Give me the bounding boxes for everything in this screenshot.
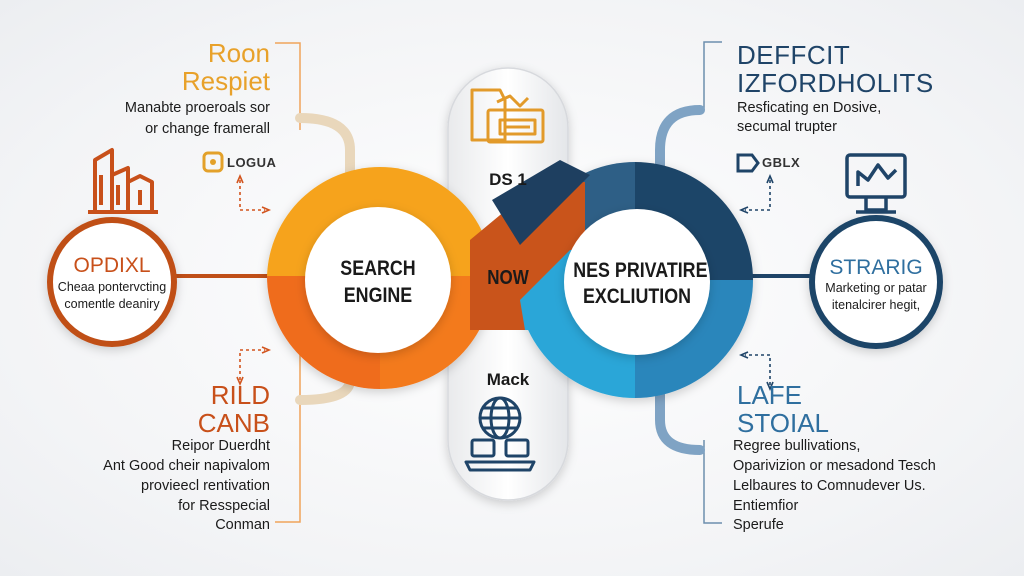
laptop-icon	[470, 88, 545, 144]
logua-tag-icon	[202, 151, 224, 173]
bracket-top-right	[703, 41, 722, 110]
bottom-left-title-2: CANB	[197, 408, 270, 438]
steel-connector-top	[655, 105, 705, 195]
hub-left-center	[305, 207, 451, 353]
bottom-left-title-1: RILD	[210, 380, 270, 410]
left-node-desc-2: comentle deaniry	[64, 297, 160, 311]
hub-right-label-2: EXCLIUTION	[582, 285, 692, 308]
right-node-title: STRARIG	[829, 256, 923, 279]
bottom-left-desc-5: Conman	[215, 517, 270, 533]
steel-connector-bottom	[655, 355, 705, 455]
dotted-arrows	[239, 180, 265, 380]
left-node-circle	[47, 217, 177, 347]
top-right-title-2: IZFORDHOLITS	[737, 68, 934, 98]
top-right-desc-1: Resficating en Dosive,	[737, 100, 882, 116]
bottom-right-desc-3: Lelbaures to Comnudever Us.	[733, 478, 926, 494]
bracket-bottom-right	[703, 440, 722, 524]
top-left-title-1: Roon	[207, 38, 270, 68]
bottom-right-title-1: LAFE	[737, 380, 803, 410]
pill-bottom-label: Mack	[486, 370, 530, 389]
hub-right-center	[564, 209, 710, 355]
top-left-title-2: Respiet	[181, 66, 270, 96]
bracket-top-left	[275, 42, 301, 130]
top-left-desc-2: or change framerall	[145, 121, 270, 137]
bottom-right-title-2: STOIAL	[737, 408, 830, 438]
right-node-desc-2: itenalcirer hegit,	[831, 298, 921, 312]
tan-connector	[295, 113, 355, 195]
bottom-right-desc-1: Regree bullivations,	[733, 438, 861, 454]
bottom-left-desc-2: Ant Good cheir napivalom	[103, 458, 270, 474]
hub-left-label-2: ENGINE	[343, 284, 413, 307]
bottom-left-desc-1: Reipor Duerdht	[171, 438, 270, 454]
top-right-title-1: DEFFCIT	[737, 40, 851, 70]
hub-left-label-1: SEARCH	[340, 257, 416, 280]
factory-icon	[88, 148, 158, 214]
right-node-circle	[809, 215, 943, 349]
hub-right-label-1: NES PRIVATIRE	[573, 259, 708, 282]
monitor-icon	[845, 153, 907, 214]
tag-right: GBLX	[762, 155, 801, 170]
left-node-title: OPDIXL	[73, 254, 151, 277]
connector-label: NOW	[487, 267, 529, 289]
tag-left: LOGUA	[227, 155, 277, 170]
bottom-left-desc-4: for Resspecial	[178, 498, 270, 514]
bottom-right-desc-5: Sperufe	[733, 517, 784, 533]
bracket-bottom-left	[275, 350, 301, 523]
left-node-desc-1: Cheaa pontervcting	[57, 280, 167, 294]
globe-computer-icon	[464, 396, 536, 472]
top-left-desc-1: Manabte proeroals sor	[124, 100, 270, 116]
bottom-right-desc-2: Oparivizion or mesadond Tesch	[733, 458, 936, 474]
bottom-right-desc-4: Entiemfior	[733, 498, 799, 514]
right-node-desc-1: Marketing or patar	[825, 281, 927, 295]
gblx-tag-icon	[736, 153, 760, 173]
bottom-left-desc-3: provieecl rentivation	[141, 478, 270, 494]
top-right-desc-2: secumal trupter	[737, 119, 837, 135]
pill-top-label: DS 1	[489, 170, 527, 189]
